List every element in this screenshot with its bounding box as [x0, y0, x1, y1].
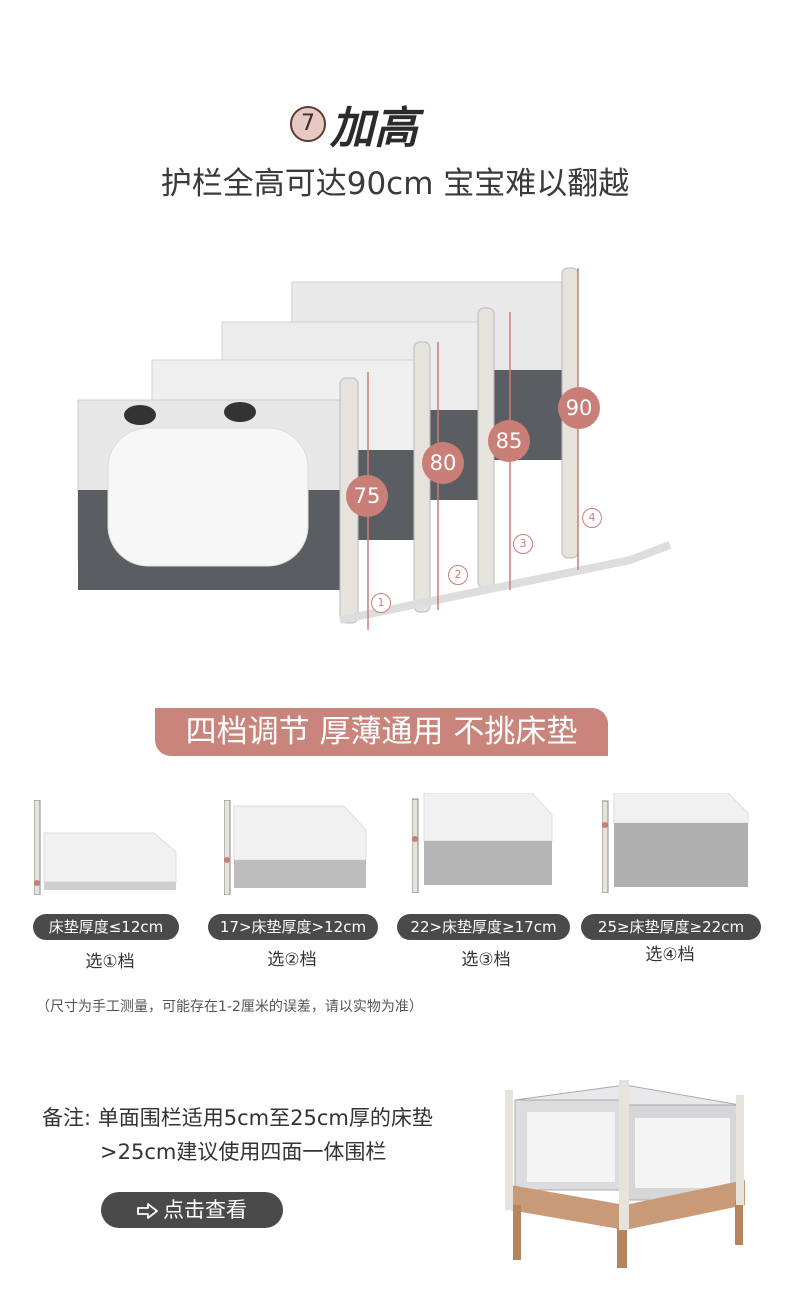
step-marker-2: 2 [448, 565, 468, 585]
step-marker-3: 3 [513, 534, 533, 554]
height-badge-85: 85 [488, 420, 530, 462]
bed-rails-svg [77, 267, 672, 630]
step-number-badge: 7 [290, 106, 326, 142]
adjustment-banner: 四档调节 厚薄通用 不挑床垫 [155, 708, 608, 756]
step-marker-4: 4 [582, 508, 602, 528]
height-badge-90: 90 [558, 387, 600, 429]
choice-1: 选①档 [85, 952, 135, 972]
mattress-label-4: 25≥床垫厚度≥22cm [581, 914, 761, 940]
height-badge-80: 80 [422, 442, 464, 484]
choice-4: 选④档 [645, 945, 695, 965]
mattress-diagram-3 [411, 792, 557, 894]
choice-2: 选②档 [267, 950, 317, 970]
mattress-label-2: 17>床垫厚度>12cm [208, 914, 378, 940]
mattress-diagram-1 [33, 799, 179, 896]
mattress-label-1: 床垫厚度≤12cm [33, 914, 179, 940]
view-details-button[interactable]: 点击查看 [101, 1192, 283, 1228]
measurement-disclaimer: （尺寸为手工测量，可能存在1-2厘米的误差，请以实物为准） [36, 999, 423, 1015]
choice-3: 选③档 [461, 950, 511, 970]
mattress-label-3: 22>床垫厚度≥17cm [397, 914, 570, 940]
page-title: 加高 [330, 103, 418, 154]
step-marker-1: 1 [371, 593, 391, 613]
view-details-label: 点击查看 [163, 1198, 247, 1222]
rail-75 [77, 377, 359, 624]
height-badge-75: 75 [346, 475, 388, 517]
mattress-diagram-4 [601, 792, 750, 894]
bed-rail-height-illustration: 75 80 85 90 1 2 3 4 [70, 260, 680, 650]
remark-line-2: >25cm建议使用四面一体围栏 [100, 1140, 387, 1164]
four-sided-rail-photo [505, 1080, 750, 1270]
page-subtitle: 护栏全高可达90cm 宝宝难以翻越 [160, 166, 630, 202]
arrow-right-icon [137, 1192, 159, 1228]
mattress-diagram-2 [223, 799, 369, 896]
remark-line-1: 备注: 单面围栏适用5cm至25cm厚的床垫 [42, 1106, 433, 1130]
